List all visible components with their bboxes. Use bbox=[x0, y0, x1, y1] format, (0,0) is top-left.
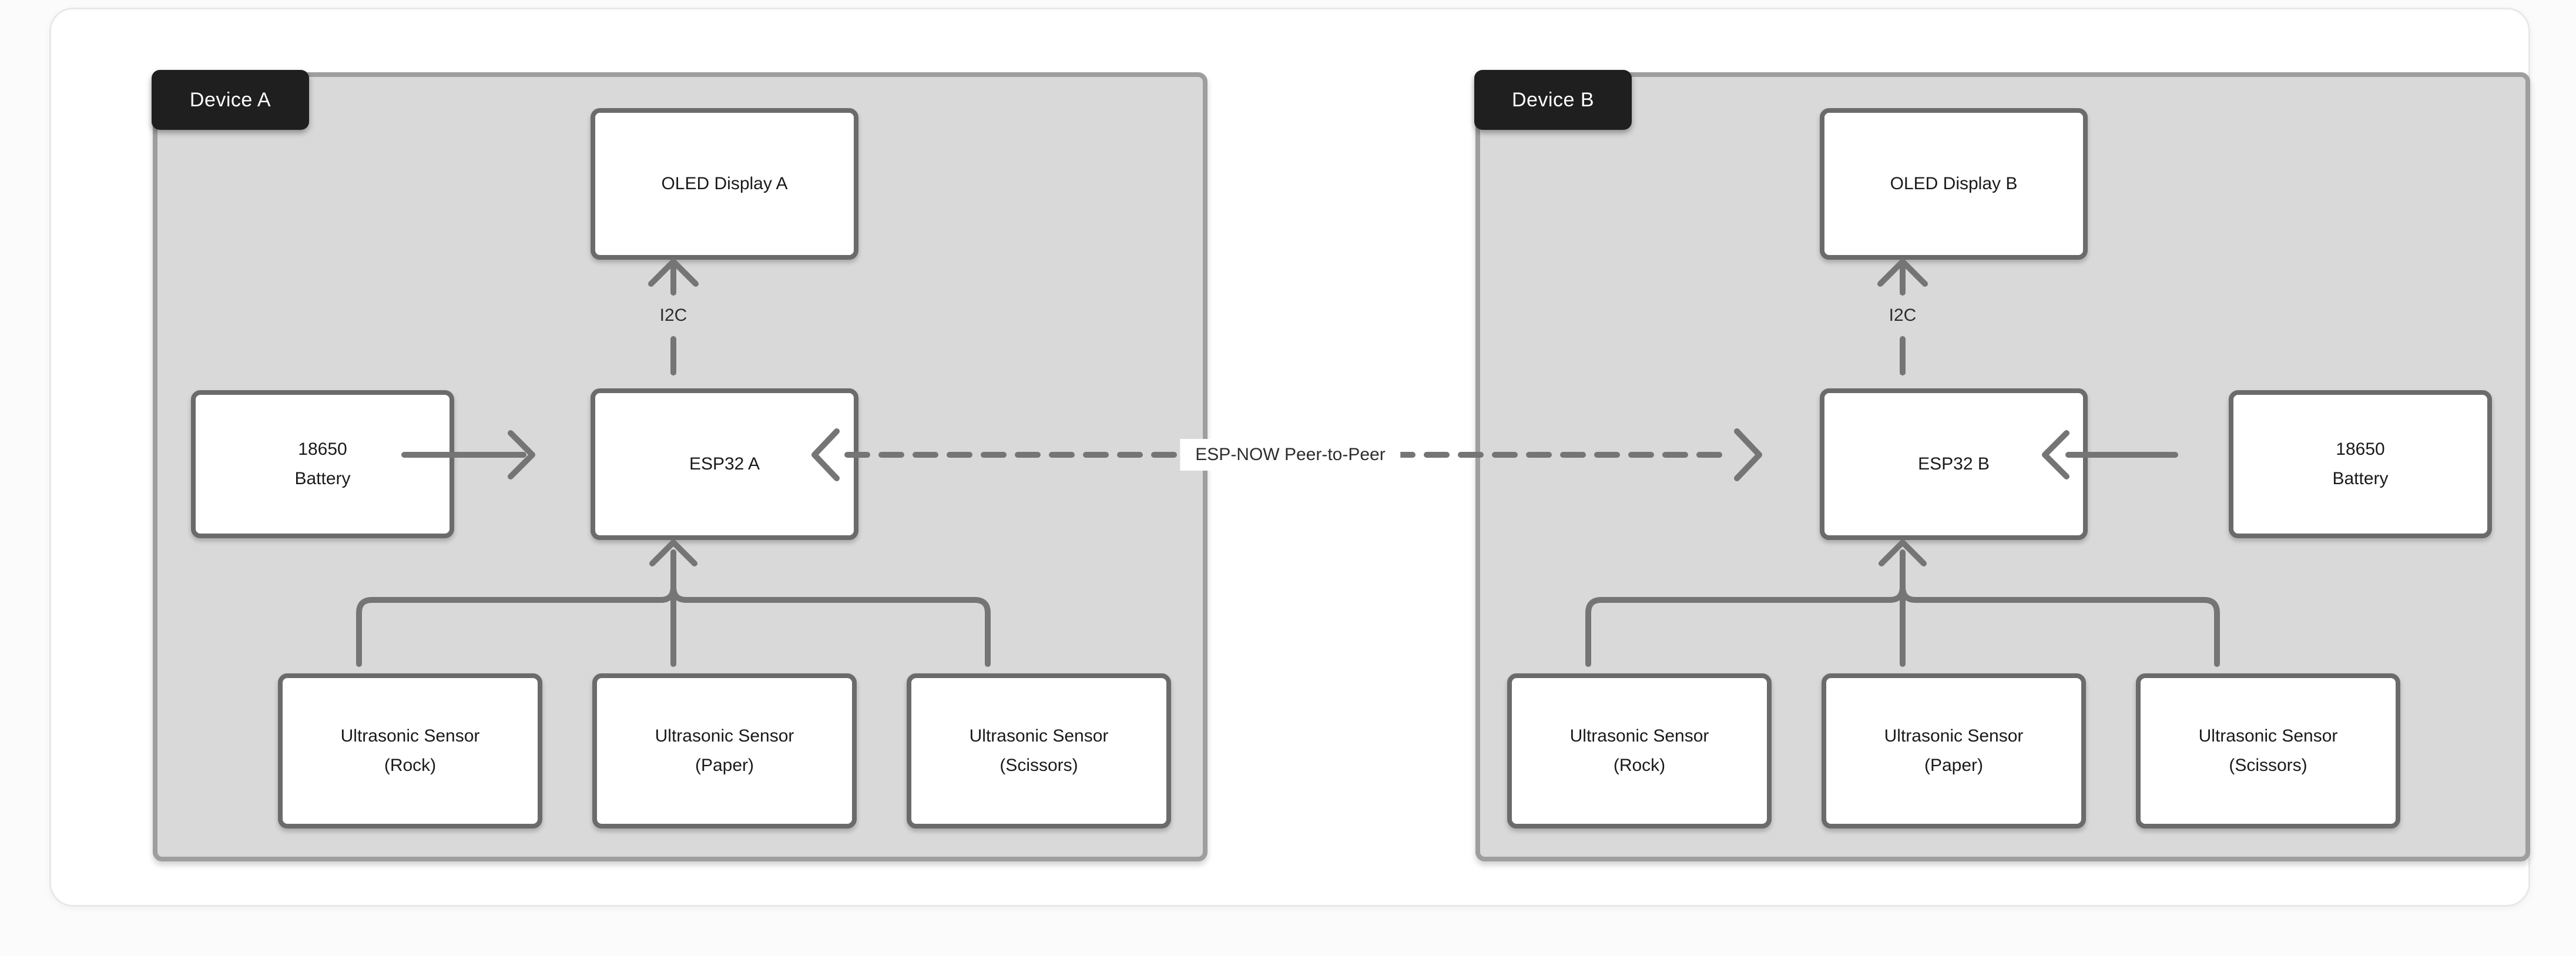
esp32-b-label: ESP32 B bbox=[1918, 454, 1990, 474]
esp32-a-label: ESP32 A bbox=[689, 454, 760, 474]
node-esp32-b: ESP32 B bbox=[1820, 388, 2088, 540]
node-sensor-b-paper: Ultrasonic Sensor (Paper) bbox=[1822, 673, 2086, 828]
sensor-a-rock-line1: Ultrasonic Sensor bbox=[340, 726, 480, 746]
node-sensor-b-rock: Ultrasonic Sensor (Rock) bbox=[1507, 673, 1772, 828]
battery-b-line1: 18650 bbox=[2336, 440, 2385, 459]
node-esp32-a: ESP32 A bbox=[591, 388, 858, 540]
sensor-a-paper-line2: (Paper) bbox=[695, 756, 754, 775]
device-a-container: Device A OLED Display A ESP32 A 18650 Ba… bbox=[152, 70, 1208, 861]
node-oled-display-b: OLED Display B bbox=[1820, 108, 2088, 260]
oled-b-label: OLED Display B bbox=[1890, 174, 2018, 193]
oled-a-label: OLED Display A bbox=[661, 174, 788, 193]
battery-a-line1: 18650 bbox=[298, 440, 347, 459]
node-sensor-a-rock: Ultrasonic Sensor (Rock) bbox=[278, 673, 542, 828]
node-battery-a: 18650 Battery bbox=[191, 390, 454, 538]
device-b-badge: Device B bbox=[1474, 70, 1632, 130]
sensor-b-rock-line1: Ultrasonic Sensor bbox=[1569, 726, 1709, 746]
sensor-b-scissors-line1: Ultrasonic Sensor bbox=[2198, 726, 2338, 746]
sensor-b-scissors-line2: (Scissors) bbox=[2229, 756, 2307, 775]
node-oled-display-a: OLED Display A bbox=[591, 108, 858, 260]
sensor-a-scissors-line1: Ultrasonic Sensor bbox=[969, 726, 1109, 746]
battery-a-line2: Battery bbox=[294, 469, 351, 488]
sensor-b-rock-line2: (Rock) bbox=[1613, 756, 1666, 775]
node-sensor-b-scissors: Ultrasonic Sensor (Scissors) bbox=[2136, 673, 2400, 828]
device-b-badge-label: Device B bbox=[1511, 88, 1595, 111]
espnow-label: ESP-NOW Peer-to-Peer bbox=[1180, 439, 1401, 471]
diagram-card: Device A OLED Display A ESP32 A 18650 Ba… bbox=[49, 8, 2530, 907]
i2c-label-a: I2C bbox=[653, 302, 693, 329]
device-b-container: Device B OLED Display B ESP32 B 18650 Ba… bbox=[1474, 70, 2530, 861]
sensor-a-paper-line1: Ultrasonic Sensor bbox=[655, 726, 794, 746]
i2c-label-b: I2C bbox=[1883, 302, 1923, 329]
battery-b-line2: Battery bbox=[2332, 469, 2389, 488]
node-sensor-a-scissors: Ultrasonic Sensor (Scissors) bbox=[907, 673, 1171, 828]
device-a-badge: Device A bbox=[152, 70, 309, 130]
sensor-a-rock-line2: (Rock) bbox=[384, 756, 437, 775]
sensor-b-paper-line2: (Paper) bbox=[1924, 756, 1984, 775]
node-battery-b: 18650 Battery bbox=[2229, 390, 2492, 538]
device-a-badge-label: Device A bbox=[189, 88, 271, 111]
sensor-a-scissors-line2: (Scissors) bbox=[999, 756, 1078, 775]
node-sensor-a-paper: Ultrasonic Sensor (Paper) bbox=[592, 673, 857, 828]
sensor-b-paper-line1: Ultrasonic Sensor bbox=[1884, 726, 2024, 746]
